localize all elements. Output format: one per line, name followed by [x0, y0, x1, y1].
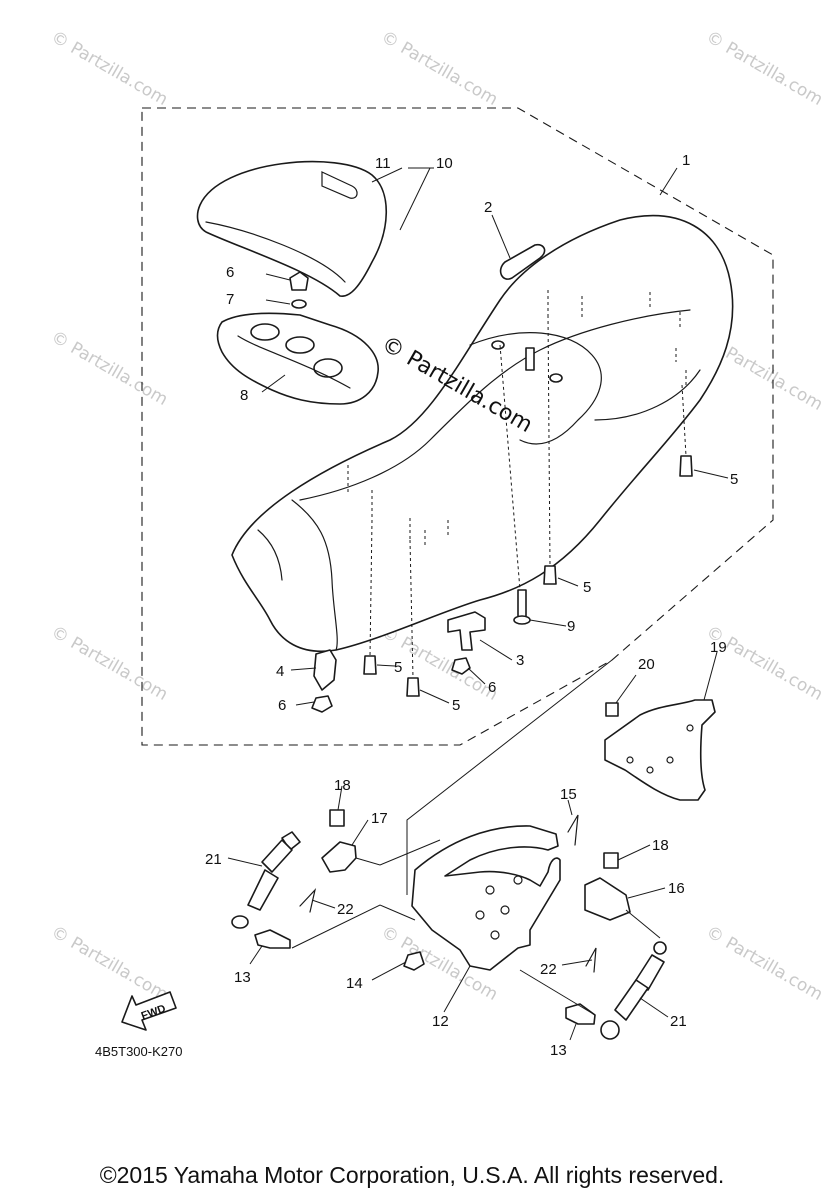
bolt: [254, 929, 291, 949]
gas-strut-right: [600, 941, 667, 1040]
damper: [679, 455, 693, 477]
seat-bracket: [216, 312, 379, 405]
assembly-line: [369, 519, 373, 657]
assembly-line: [291, 904, 416, 949]
bolt: [491, 340, 505, 350]
callout-21: 21: [205, 851, 222, 868]
bolt: [549, 373, 563, 383]
callout-5: 5: [583, 579, 591, 596]
assembly-line: [355, 839, 441, 866]
callout-6: 6: [488, 679, 496, 696]
seat-frame: [411, 825, 561, 971]
watermark: © Partzilla.com: [48, 27, 172, 110]
grab-strap: [499, 243, 546, 280]
callout-18: 18: [334, 777, 351, 794]
screw: [605, 702, 619, 717]
assembly-line: [409, 539, 414, 679]
callout-13: 13: [234, 969, 251, 986]
watermark: © Partzilla.com: [703, 622, 824, 705]
clip: [567, 814, 579, 846]
callout-20: 20: [638, 656, 655, 673]
callout-14: 14: [346, 975, 363, 992]
assembly-line: [499, 344, 521, 591]
callout-13: 13: [550, 1042, 567, 1059]
assembly-boundary: [141, 107, 774, 746]
callout-5: 5: [452, 697, 460, 714]
rear-seat: [196, 160, 387, 297]
hinge-bracket: [584, 877, 631, 921]
callout-2: 2: [484, 199, 492, 216]
main-seat: [231, 215, 734, 652]
forward-arrow-icon: FWD: [121, 991, 177, 1031]
leader-lines: [227, 167, 729, 1041]
watermark: © Partzilla.com: [378, 27, 502, 110]
callout-18: 18: [652, 837, 669, 854]
damper: [543, 565, 557, 585]
bolt: [525, 347, 535, 371]
watermark: © Partzilla.com: [48, 327, 172, 410]
screw: [603, 852, 619, 869]
callout-19: 19: [710, 639, 727, 656]
diagram-code: 4B5T300-K270: [95, 1044, 182, 1059]
damper: [406, 677, 420, 697]
callout-5: 5: [730, 471, 738, 488]
watermark: © Partzilla.com: [703, 922, 824, 1005]
callouts: 1 2 11 10 6 7 8 5 5 9 3 4 5 6 6 5 19 20 …: [205, 152, 738, 1059]
assembly-line: [625, 909, 661, 939]
callout-15: 15: [560, 786, 577, 803]
callout-4: 4: [276, 663, 284, 680]
assembly-line: [406, 659, 613, 895]
seat-hook: [313, 649, 337, 691]
hinge-bracket: [321, 841, 357, 873]
callout-12: 12: [432, 1013, 449, 1030]
bolt-head: [513, 615, 531, 625]
seat-lock-bracket: [604, 699, 716, 801]
callout-6: 6: [278, 697, 286, 714]
callout-17: 17: [371, 810, 388, 827]
nut: [289, 271, 309, 291]
callout-16: 16: [668, 880, 685, 897]
callout-3: 3: [516, 652, 524, 669]
assembly-line: [519, 969, 596, 1016]
callout-22: 22: [337, 901, 354, 918]
watermark: © Partzilla.com: [48, 622, 172, 705]
nut: [403, 951, 425, 971]
seat-hook: [447, 611, 486, 651]
callout-21: 21: [670, 1013, 687, 1030]
callout-7: 7: [226, 291, 234, 308]
gas-strut-left: [231, 831, 301, 929]
callout-6: 6: [226, 264, 234, 281]
callout-11: 11: [375, 155, 391, 172]
clip: [299, 887, 317, 913]
screw: [329, 809, 345, 827]
nut: [451, 657, 471, 675]
nut: [311, 695, 333, 713]
bolt: [517, 589, 527, 619]
watermark: © Partzilla.com: [703, 27, 824, 110]
callout-10: 10: [436, 155, 453, 172]
washer: [291, 299, 307, 309]
callout-8: 8: [240, 387, 248, 404]
copyright-notice: ©2015 Yamaha Motor Corporation, U.S.A. A…: [99, 1162, 725, 1188]
callout-5: 5: [394, 659, 402, 676]
callout-9: 9: [567, 618, 575, 635]
bolt: [565, 1003, 596, 1025]
watermark: © Partzilla.com: [48, 922, 172, 1005]
damper: [363, 655, 377, 675]
callout-22: 22: [540, 961, 557, 978]
callout-1: 1: [682, 152, 690, 169]
